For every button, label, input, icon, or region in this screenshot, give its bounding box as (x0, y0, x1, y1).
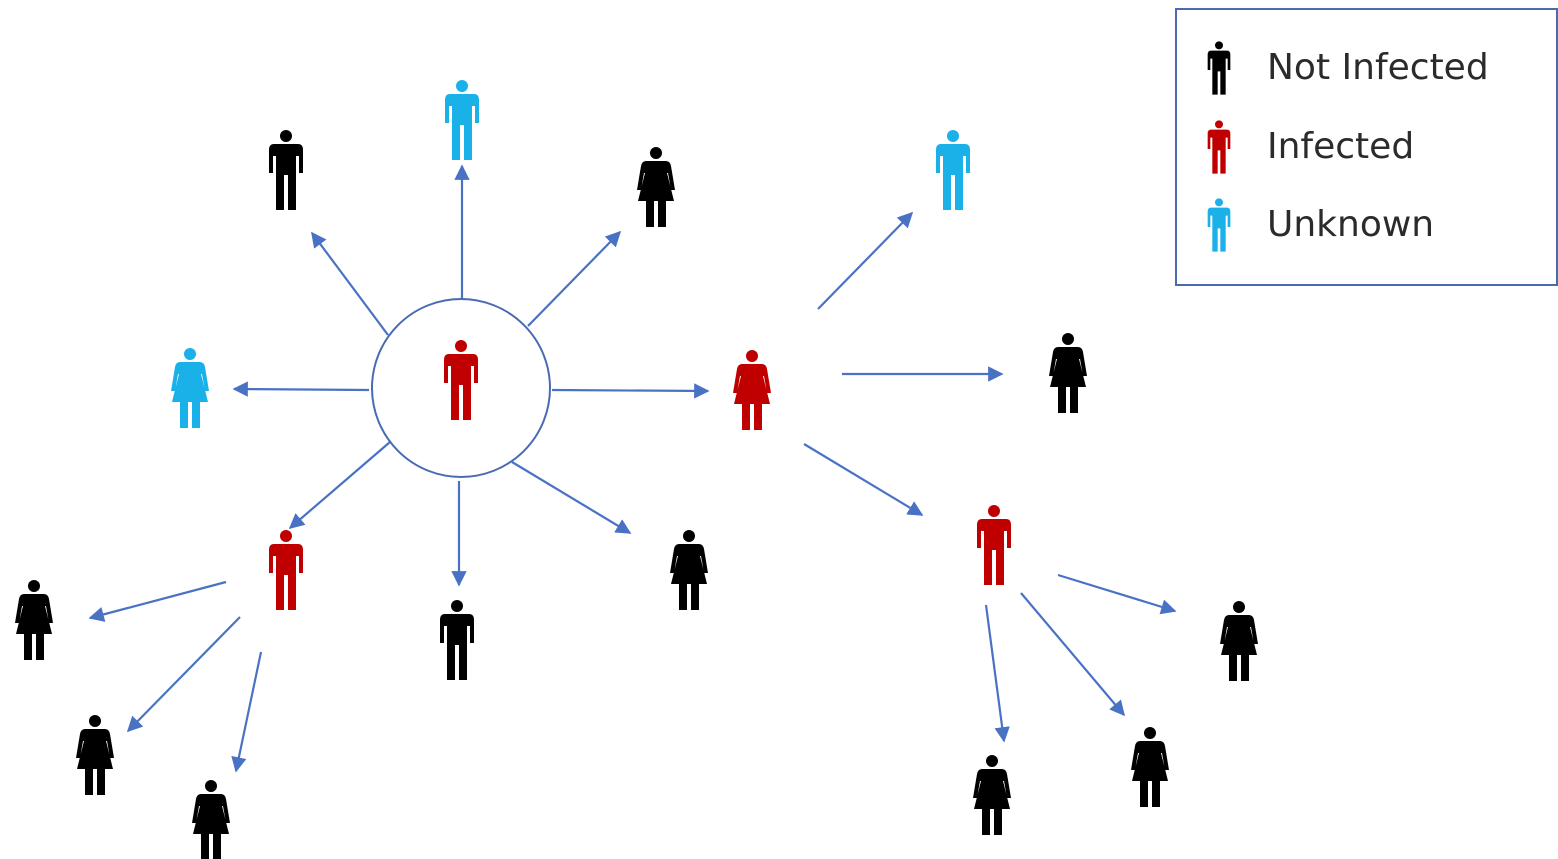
female-person-icon (1220, 601, 1258, 681)
male-person-icon (269, 530, 303, 610)
contact-arrow (232, 381, 370, 397)
female-person-icon (15, 580, 53, 660)
contact-arrow (88, 580, 227, 622)
female-person-icon (1049, 333, 1087, 413)
male-person-icon (445, 80, 479, 160)
contact-arrow (551, 383, 710, 399)
legend-item-unknown: Unknown (1177, 195, 1558, 255)
legend-label: Not Infected (1267, 47, 1489, 88)
person-icon (1207, 41, 1231, 95)
contact-arrow (288, 441, 391, 530)
female-person-icon (171, 348, 209, 428)
legend-item-not-infected: Not Infected (1177, 38, 1558, 98)
legend: Not Infected Infected Unknown (1175, 8, 1558, 286)
index-case-circle (371, 298, 551, 478)
contact-arrow (231, 651, 263, 773)
male-person-icon (440, 600, 474, 680)
legend-item-infected: Infected (1177, 117, 1558, 177)
contact-arrows (88, 164, 1177, 773)
female-person-icon (637, 147, 675, 227)
female-person-icon (76, 715, 114, 795)
person-icon (1207, 120, 1231, 174)
male-person-icon (936, 130, 970, 210)
contact-arrow (511, 461, 632, 534)
female-person-icon (192, 780, 230, 859)
contact-arrow (817, 211, 914, 310)
male-person-icon (269, 130, 303, 210)
female-person-icon (670, 530, 708, 610)
male-person-icon (977, 505, 1011, 585)
legend-label: Unknown (1267, 204, 1435, 245)
contact-arrow (984, 604, 1010, 743)
contact-arrow (311, 231, 389, 336)
people-group (15, 80, 1258, 859)
contact-arrow (527, 230, 622, 327)
female-person-icon (973, 755, 1011, 835)
contact-arrow (126, 616, 241, 733)
person-icon (1207, 198, 1231, 252)
contact-arrow (1020, 592, 1125, 717)
contact-arrow (1057, 573, 1177, 615)
contact-arrow (803, 443, 924, 516)
female-person-icon (1131, 727, 1169, 807)
female-person-icon (733, 350, 771, 430)
legend-label: Infected (1267, 126, 1415, 167)
